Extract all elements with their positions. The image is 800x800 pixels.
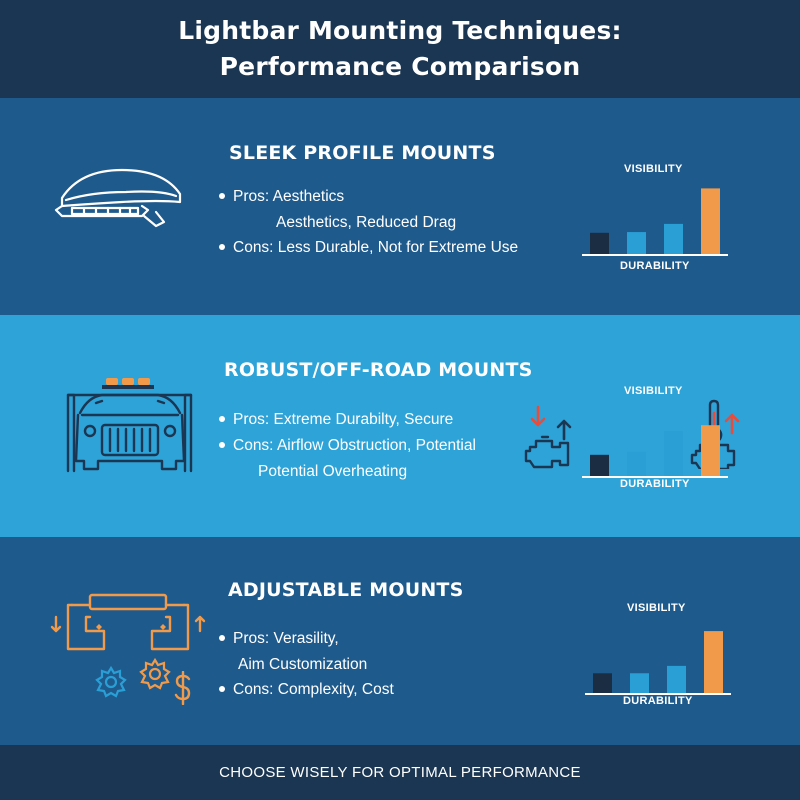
bar-3 (664, 431, 683, 477)
x-axis-label: DURABILITY (620, 478, 690, 490)
offroad-truck-roof-rack-icon (66, 378, 193, 473)
pros-continuation: Aesthetics, Reduced Drag (276, 214, 457, 231)
cons-text: Cons: Complexity, Cost (233, 681, 394, 698)
bar-2 (630, 673, 649, 694)
gear-icon (139, 657, 171, 690)
cons-text: Cons: Airflow Obstruction, Potential (233, 437, 476, 454)
bar-2 (627, 232, 646, 255)
bullet-dot (219, 685, 225, 692)
bar-4 (701, 188, 720, 255)
pros-bullet: Pros: Verasility, (219, 630, 339, 648)
cons-bullet: Cons: Complexity, Cost (219, 681, 394, 699)
pros-text: Pros: Aesthetics (233, 188, 345, 205)
bar-chart (582, 425, 728, 478)
y-axis-label: VISIBILITY (624, 163, 683, 175)
section-title: SLEEK PROFILE MOUNTS (229, 142, 496, 164)
adjustable-bracket-icon (50, 593, 206, 651)
page-title-line-2: Performance Comparison (219, 52, 581, 81)
vehicle-roof-lightbar-icon (54, 168, 182, 228)
header: Lightbar Mounting Techniques: Performanc… (0, 0, 800, 98)
dollar-icon (174, 671, 191, 705)
bullet-dot (219, 415, 225, 422)
chart-adjustable: VISIBILITY DURABILITY (563, 602, 753, 712)
pros-bullet: Pros: Extreme Durabilty, Secure (219, 411, 453, 429)
pros-bullet: Pros: Aesthetics (219, 188, 344, 206)
x-axis-label: DURABILITY (623, 695, 693, 707)
chart-sleek: VISIBILITY DURABILITY (560, 163, 750, 273)
section-sleek-profile: SLEEK PROFILE MOUNTS Pros: Aesthetics Ae… (0, 98, 800, 315)
bar-1 (590, 232, 609, 255)
bar-chart (582, 188, 728, 256)
cons-continuation: Potential Overheating (258, 463, 408, 480)
page-title-line-1: Lightbar Mounting Techniques: (178, 16, 622, 45)
bar-1 (593, 673, 612, 694)
engine-airflow-icon (524, 405, 572, 469)
bullet-dot (219, 243, 225, 250)
footer-tagline: CHOOSE WISELY FOR OPTIMAL PERFORMANCE (219, 764, 581, 781)
section-title: ROBUST/OFF-ROAD MOUNTS (224, 359, 533, 381)
y-axis-label: VISIBILITY (624, 385, 683, 397)
bar-4 (701, 425, 720, 477)
cons-bullet: Cons: Airflow Obstruction, Potential (219, 437, 476, 455)
chart-robust: VISIBILITY DURABILITY (560, 385, 750, 495)
section-title: ADJUSTABLE MOUNTS (228, 579, 464, 601)
footer: CHOOSE WISELY FOR OPTIMAL PERFORMANCE (0, 745, 800, 800)
gear-icon (95, 665, 127, 698)
bar-4 (704, 631, 723, 694)
pros-text: Pros: Verasility, (233, 630, 339, 647)
y-axis-label: VISIBILITY (627, 602, 686, 614)
bar-3 (664, 223, 683, 255)
bar-2 (627, 451, 646, 477)
bar-chart (585, 631, 731, 695)
pros-continuation: Aim Customization (238, 656, 368, 673)
bullet-dot (219, 441, 225, 448)
bar-3 (667, 665, 686, 694)
cons-text: Cons: Less Durable, Not for Extreme Use (233, 239, 519, 256)
cons-bullet: Cons: Less Durable, Not for Extreme Use (219, 239, 518, 257)
bullet-dot (219, 634, 225, 641)
bullet-dot (219, 192, 225, 199)
bar-1 (590, 454, 609, 477)
section-adjustable: ADJUSTABLE MOUNTS Pros: Verasility, Aim … (0, 537, 800, 745)
pros-text: Pros: Extreme Durabilty, Secure (233, 411, 454, 428)
x-axis-label: DURABILITY (620, 260, 690, 272)
section-robust-offroad: ROBUST/OFF-ROAD MOUNTS Pros: Extreme Dur… (0, 315, 800, 537)
